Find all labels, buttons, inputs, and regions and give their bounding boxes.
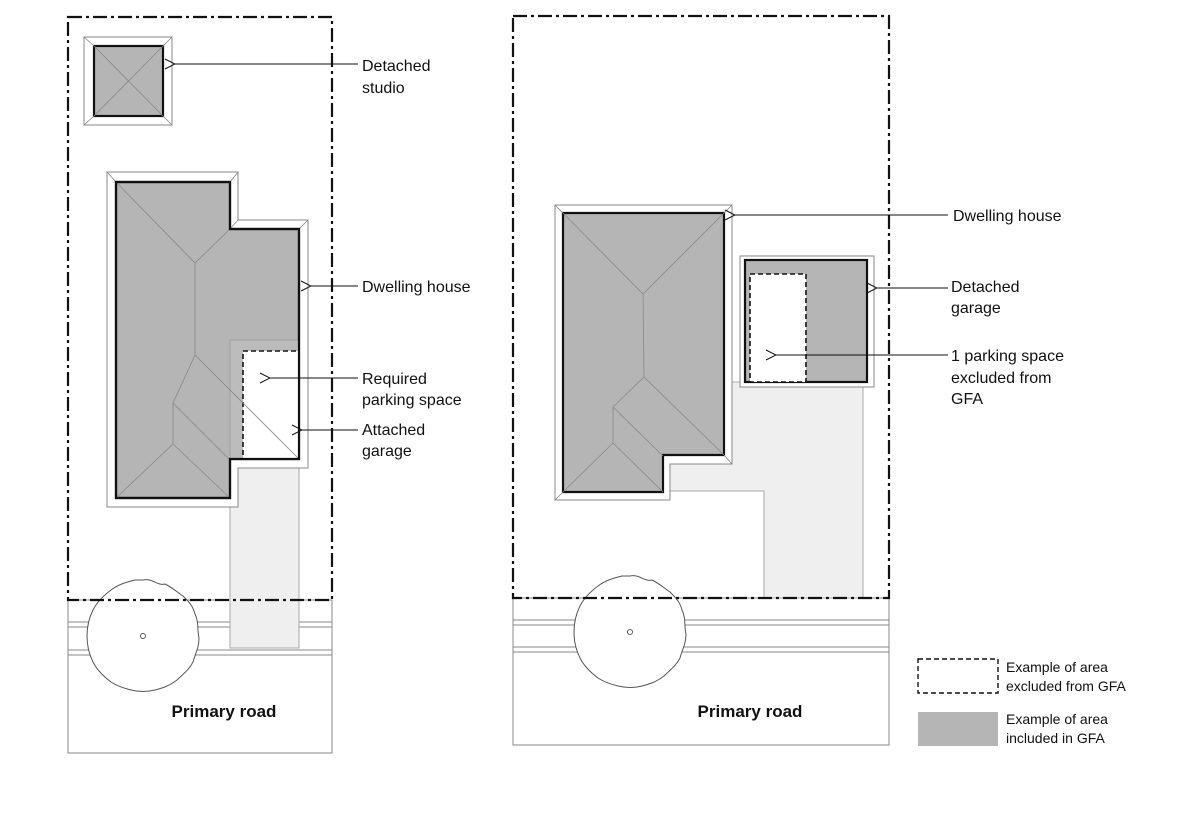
label-detached-garage-1: Detached (951, 279, 1020, 296)
legend-included-1: Example of area (1006, 711, 1108, 727)
right-plan: Dwelling house Detached garage 1 parking… (511, 14, 1064, 746)
required-parking-space (242, 350, 300, 460)
label-parking-excluded-2: excluded from (951, 370, 1052, 387)
label-required-parking-1: Required (362, 371, 427, 388)
label-attached-garage-1: Attached (362, 422, 425, 439)
dwelling-house (106, 171, 309, 508)
label-dwelling-house: Dwelling house (953, 208, 1062, 225)
label-parking-excluded-3: GFA (951, 391, 983, 408)
legend-excluded-1: Example of area (1006, 659, 1108, 675)
label-detached-studio-1: Detached (362, 58, 431, 75)
driveway (229, 467, 300, 649)
left-plan: Detached studio Dwelling house Required … (66, 15, 471, 754)
road-label: Primary road (698, 702, 803, 721)
road-label: Primary road (172, 702, 277, 721)
legend-included-swatch (918, 712, 998, 746)
legend-excluded-swatch (917, 658, 999, 694)
label-parking-excluded-1: 1 parking space (951, 348, 1064, 365)
detached-garage (739, 255, 875, 388)
lot-boundary (66, 15, 334, 602)
label-detached-studio-2: studio (362, 80, 405, 97)
dwelling-house (554, 204, 733, 501)
excluded-parking-space (749, 273, 807, 383)
label-attached-garage-2: garage (362, 443, 412, 460)
lot-boundary (511, 14, 891, 600)
detached-studio (83, 36, 173, 126)
legend-included-2: included in GFA (1006, 730, 1105, 746)
street-tree (573, 575, 687, 688)
label-dwelling-house: Dwelling house (362, 279, 471, 296)
legend-excluded-2: excluded from GFA (1006, 678, 1126, 694)
label-detached-garage-2: garage (951, 300, 1001, 317)
legend: Example of area excluded from GFA Exampl… (917, 658, 1126, 746)
street-tree (86, 579, 200, 692)
label-required-parking-2: parking space (362, 392, 462, 409)
